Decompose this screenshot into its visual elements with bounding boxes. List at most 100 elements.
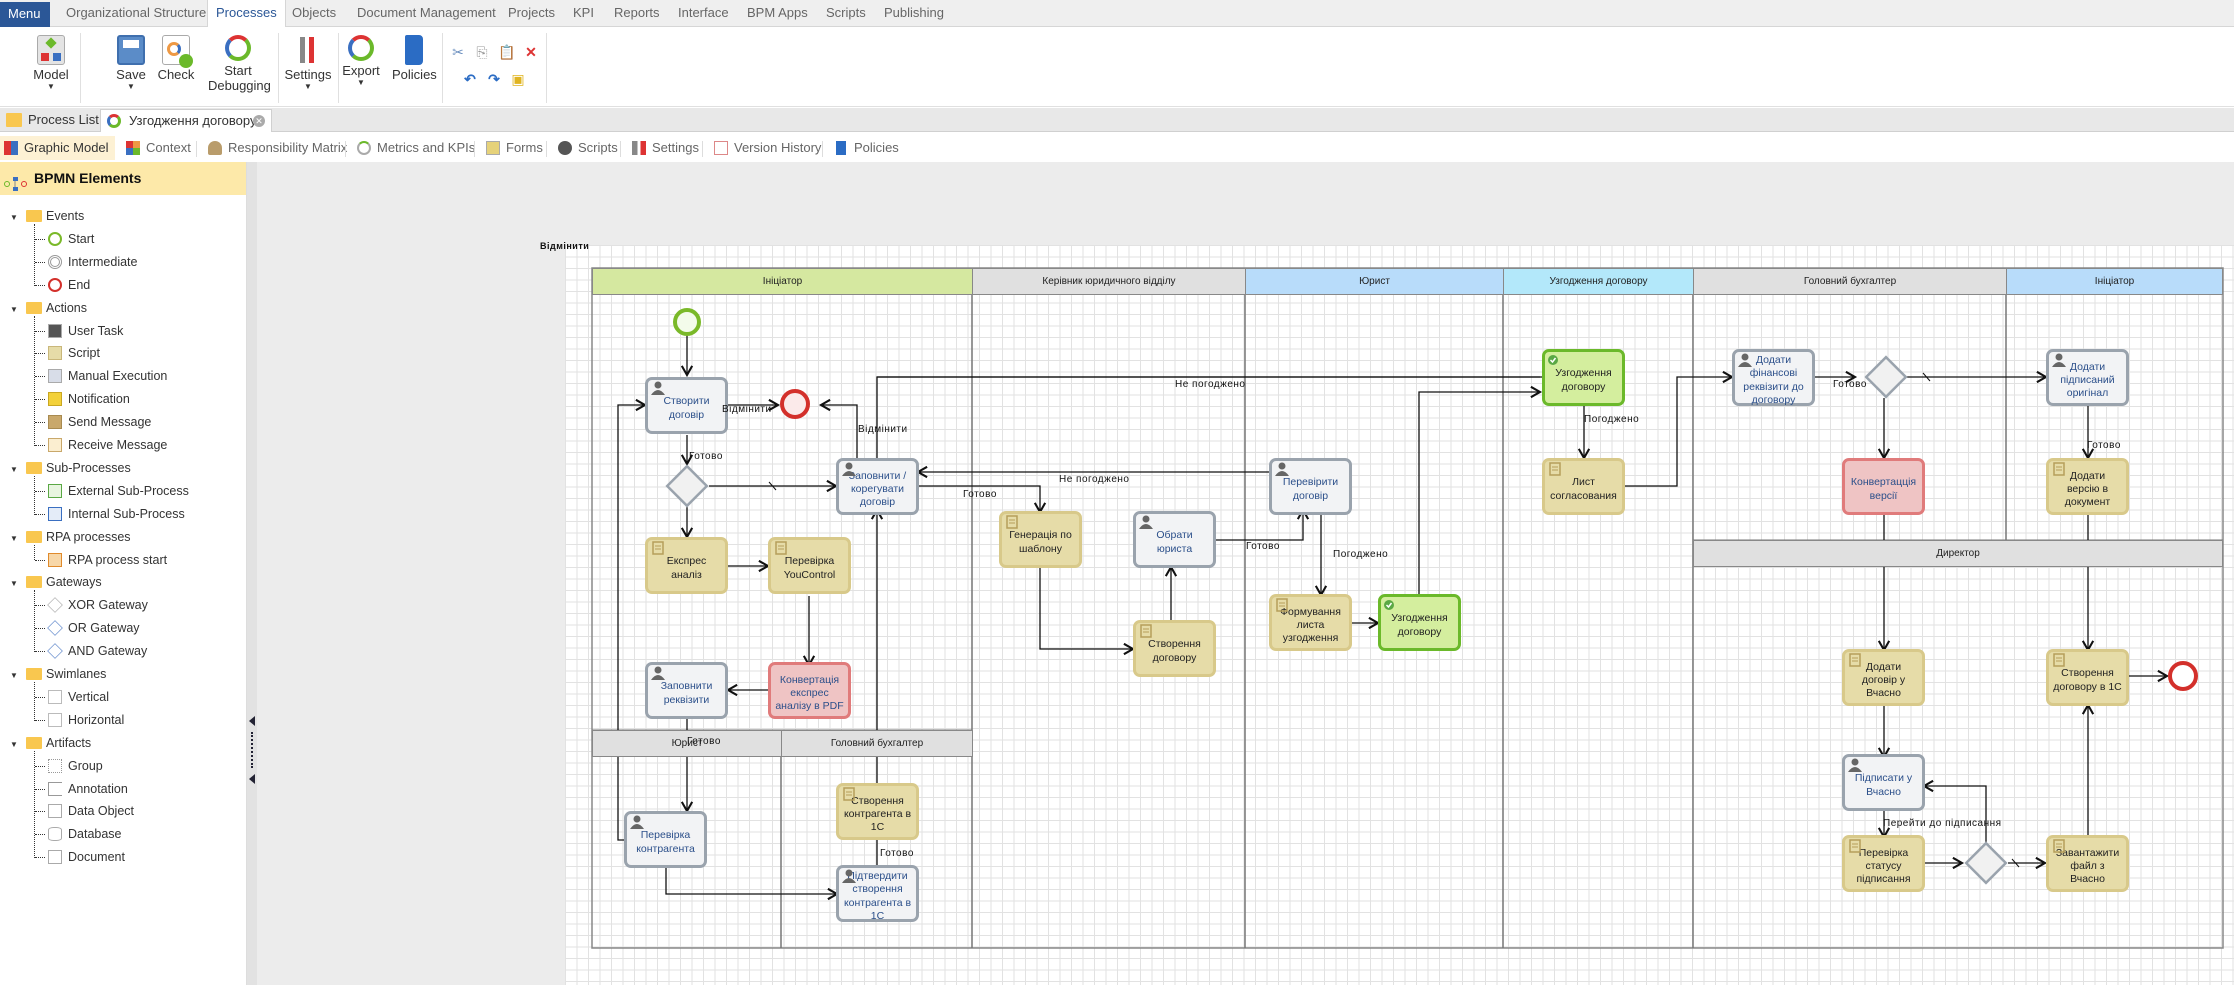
subtab-context[interactable]: Context bbox=[122, 136, 191, 160]
menu-tab-publishing[interactable]: Publishing bbox=[884, 5, 944, 20]
expand-caret-icon[interactable]: ▼ bbox=[10, 464, 18, 474]
tree-item-xor-gateway[interactable]: XOR Gateway bbox=[46, 594, 148, 616]
menu-tab-objects[interactable]: Objects bbox=[292, 5, 337, 20]
tree-folder-swimlanes[interactable]: Swimlanes bbox=[26, 663, 106, 685]
tree-item-start[interactable]: Start bbox=[46, 228, 94, 250]
tree-folder-rpa-processes[interactable]: RPA processes bbox=[26, 526, 131, 548]
collapse-arrow-icon[interactable] bbox=[249, 774, 255, 784]
expand-caret-icon[interactable]: ▼ bbox=[10, 533, 18, 543]
delete-icon[interactable]: ✕ bbox=[525, 44, 537, 60]
subtab-forms[interactable]: Forms bbox=[482, 136, 543, 160]
script-task[interactable]: Додати версію в документ bbox=[2046, 458, 2129, 515]
model-dropdown-caret[interactable]: ▼ bbox=[47, 82, 55, 91]
user-task[interactable]: Створити договір bbox=[645, 377, 728, 434]
tree-item-data-object[interactable]: Data Object bbox=[46, 800, 134, 822]
tree-item-annotation[interactable]: Annotation bbox=[46, 778, 128, 800]
collapse-arrow-icon[interactable] bbox=[249, 716, 255, 726]
tree-item-script[interactable]: Script bbox=[46, 342, 100, 364]
paste-special-icon[interactable]: ▣ bbox=[511, 71, 525, 87]
tab-active-process[interactable]: Узгодження договору ✕ bbox=[100, 109, 272, 132]
settings-dropdown-caret[interactable]: ▼ bbox=[304, 82, 312, 91]
export-dropdown-caret[interactable]: ▼ bbox=[357, 78, 365, 87]
export-button[interactable]: Export ▼ bbox=[342, 27, 380, 87]
save-button[interactable]: Save ▼ bbox=[112, 27, 150, 91]
user-task[interactable]: Підписати у Вчасно bbox=[1842, 754, 1925, 811]
tree-folder-events[interactable]: Events bbox=[26, 205, 84, 227]
script-task[interactable]: Перевірка статусу підписання bbox=[1842, 835, 1925, 892]
undo-icon[interactable]: ↶ bbox=[464, 71, 476, 87]
copy-icon[interactable]: ⎘ bbox=[476, 44, 488, 60]
script-task[interactable]: Додати договір у Вчасно bbox=[1842, 649, 1925, 706]
tree-item-receive-message[interactable]: Receive Message bbox=[46, 434, 167, 456]
user-task[interactable]: Додати підписаний оригінал bbox=[2046, 349, 2129, 406]
tree-item-intermediate[interactable]: Intermediate bbox=[46, 251, 137, 273]
lane-header[interactable]: Головний бухгалтер bbox=[781, 730, 973, 757]
tree-item-database[interactable]: Database bbox=[46, 823, 122, 845]
tab-process-list[interactable]: Process List bbox=[0, 109, 100, 132]
expand-caret-icon[interactable]: ▼ bbox=[10, 304, 18, 314]
user-task[interactable]: Додати фінансові реквізити до договору bbox=[1732, 349, 1815, 406]
menu-tab-scripts[interactable]: Scripts bbox=[826, 5, 866, 20]
splitter-grip[interactable] bbox=[251, 732, 253, 768]
menu-tab-kpi[interactable]: KPI bbox=[573, 5, 594, 20]
service-task[interactable]: Конвертація експрес аналізу в PDF bbox=[768, 662, 851, 719]
script-task[interactable]: Генерація по шаблону bbox=[999, 511, 1082, 568]
tree-item-end[interactable]: End bbox=[46, 274, 90, 296]
settings-button[interactable]: Settings ▼ bbox=[284, 27, 332, 91]
tree-folder-actions[interactable]: Actions bbox=[26, 297, 87, 319]
save-dropdown-caret[interactable]: ▼ bbox=[127, 82, 135, 91]
service-task[interactable]: Конвертацція версії bbox=[1842, 458, 1925, 515]
tree-folder-sub-processes[interactable]: Sub-Processes bbox=[26, 457, 131, 479]
tree-item-rpa-process-start[interactable]: RPA process start bbox=[46, 549, 167, 571]
tree-item-internal-sub-process[interactable]: Internal Sub-Process bbox=[46, 503, 185, 525]
script-task[interactable]: Створення договору в 1С bbox=[2046, 649, 2129, 706]
menu-tab-reports[interactable]: Reports bbox=[614, 5, 660, 20]
tree-item-or-gateway[interactable]: OR Gateway bbox=[46, 617, 140, 639]
user-task[interactable]: Заповнити реквізити bbox=[645, 662, 728, 719]
lane-header[interactable]: Юрист bbox=[592, 730, 782, 757]
tree-item-send-message[interactable]: Send Message bbox=[46, 411, 151, 433]
menu-button[interactable]: Menu bbox=[0, 2, 50, 27]
script-task[interactable]: Створення контрагента в 1С bbox=[836, 783, 919, 840]
tree-item-notification[interactable]: Notification bbox=[46, 388, 130, 410]
tree-item-vertical[interactable]: Vertical bbox=[46, 686, 109, 708]
subtab-responsibility-matrix[interactable]: Responsibility Matrix bbox=[204, 136, 347, 160]
expand-caret-icon[interactable]: ▼ bbox=[10, 671, 18, 680]
script-task[interactable]: Перевірка YouControl bbox=[768, 537, 851, 594]
lane-header[interactable]: Ініціатор bbox=[2006, 268, 2223, 295]
subtab-scripts[interactable]: Scripts bbox=[554, 136, 618, 160]
lane-header[interactable]: Узгодження договору bbox=[1503, 268, 1694, 295]
redo-icon[interactable]: ↷ bbox=[488, 71, 500, 87]
subtab-graphic-model[interactable]: Graphic Model bbox=[0, 136, 115, 160]
tree-item-group[interactable]: Group bbox=[46, 755, 103, 777]
tree-folder-gateways[interactable]: Gateways bbox=[26, 571, 102, 593]
menu-tab-interface[interactable]: Interface bbox=[678, 5, 729, 20]
tree-folder-artifacts[interactable]: Artifacts bbox=[26, 732, 91, 754]
script-task[interactable]: Завантажити файл з Вчасно bbox=[2046, 835, 2129, 892]
menu-tab-projects[interactable]: Projects bbox=[508, 5, 555, 20]
subtab-settings[interactable]: Settings bbox=[628, 136, 699, 160]
subtab-policies[interactable]: Policies bbox=[830, 136, 899, 160]
subprocess-task[interactable]: Узгодження договору bbox=[1542, 349, 1625, 406]
tree-item-horizontal[interactable]: Horizontal bbox=[46, 709, 124, 731]
script-task[interactable]: Лист согласования bbox=[1542, 458, 1625, 515]
panel-splitter[interactable] bbox=[247, 162, 257, 985]
lane-header[interactable]: Ініціатор bbox=[592, 268, 973, 295]
menu-tab-bpm-apps[interactable]: BPM Apps bbox=[747, 5, 808, 20]
policies-button[interactable]: Policies bbox=[392, 27, 437, 82]
expand-caret-icon[interactable]: ▼ bbox=[10, 579, 18, 589]
user-task[interactable]: Перевірка контрагента bbox=[624, 811, 707, 868]
user-task[interactable]: Підтвердити створення контрагента в 1С bbox=[836, 865, 919, 922]
model-button[interactable]: Model ▼ bbox=[28, 27, 74, 91]
script-task[interactable]: Формування листа узгодження bbox=[1269, 594, 1352, 651]
menu-tab-processes[interactable]: Processes bbox=[207, 0, 286, 28]
expand-caret-icon[interactable]: ▼ bbox=[10, 739, 18, 749]
tree-item-and-gateway[interactable]: AND Gateway bbox=[46, 640, 147, 662]
lane-header[interactable]: Директор bbox=[1693, 540, 2223, 567]
expand-caret-icon[interactable]: ▼ bbox=[10, 213, 18, 222]
lane-header[interactable]: Головний бухгалтер bbox=[1693, 268, 2007, 295]
script-task[interactable]: Експрес аналіз bbox=[645, 537, 728, 594]
menu-tab-document-management[interactable]: Document Management bbox=[357, 5, 496, 20]
close-tab-icon[interactable]: ✕ bbox=[253, 115, 265, 127]
check-button[interactable]: Check bbox=[156, 27, 196, 82]
